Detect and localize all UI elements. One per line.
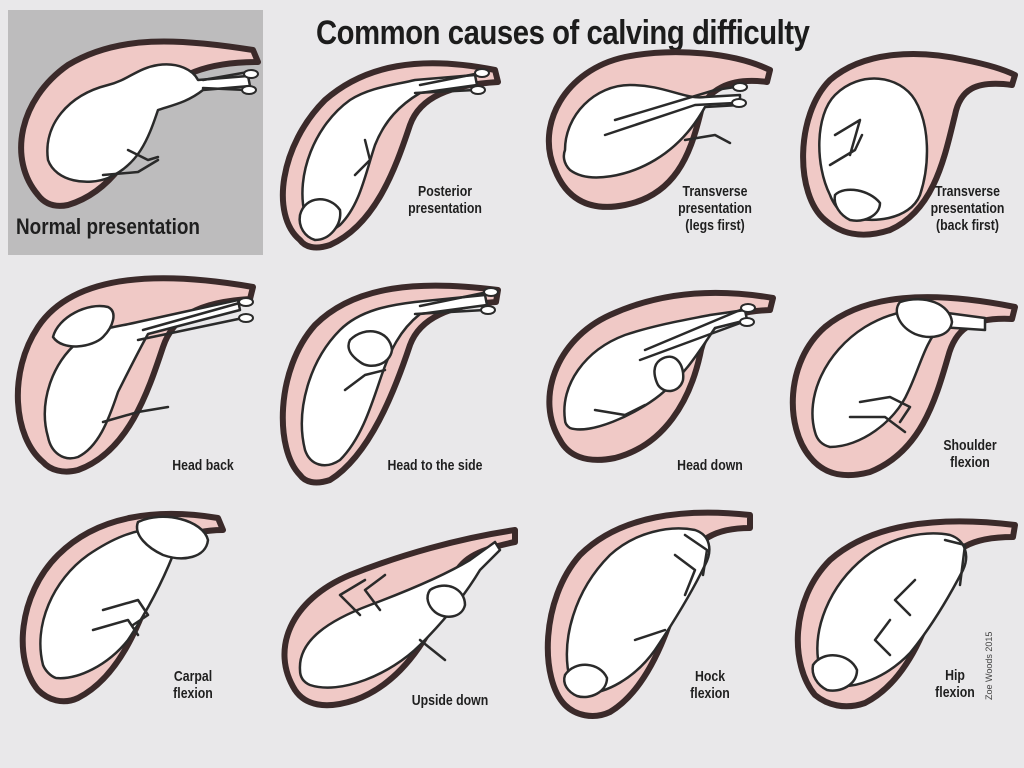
label-posterior-presentation: Posterior presentation <box>400 183 490 217</box>
panel-head-to-the-side: Head to the side <box>270 270 510 484</box>
credit: Zoe Woods 2015 <box>984 580 994 700</box>
label-head-down: Head down <box>665 457 755 474</box>
panel-transverse-legs-first: Transverse presentation (legs first) <box>535 45 780 255</box>
panel-carpal-flexion: Carpal flexion <box>8 500 263 730</box>
label-head-back: Head back <box>166 457 240 474</box>
label-normal-presentation: Normal presentation <box>16 215 200 239</box>
posterior-presentation-illustration <box>270 45 510 255</box>
label-transverse-legs-first: Transverse presentation (legs first) <box>662 183 769 234</box>
panel-transverse-back-first: Transverse presentation (back first) <box>790 45 1024 255</box>
panel-upside-down: Upside down <box>270 520 520 730</box>
label-head-to-the-side: Head to the side <box>374 457 497 474</box>
label-carpal-flexion: Carpal flexion <box>156 668 230 702</box>
label-transverse-back-first: Transverse presentation (back first) <box>920 183 1014 234</box>
label-shoulder-flexion: Shoulder flexion <box>929 437 1011 471</box>
panel-head-down: Head down <box>535 280 780 484</box>
label-upside-down: Upside down <box>401 692 499 709</box>
head-down-illustration <box>535 280 780 484</box>
panel-head-back: Head back <box>8 262 263 484</box>
panel-normal-presentation: Normal presentation <box>8 10 263 255</box>
panel-shoulder-flexion: Shoulder flexion <box>780 282 1024 484</box>
head-back-illustration <box>8 262 263 484</box>
label-hock-flexion: Hock flexion <box>669 668 751 702</box>
panel-posterior-presentation: Posterior presentation <box>270 45 510 255</box>
panel-hock-flexion: Hock flexion <box>535 500 780 730</box>
head-to-the-side-illustration <box>270 270 510 484</box>
